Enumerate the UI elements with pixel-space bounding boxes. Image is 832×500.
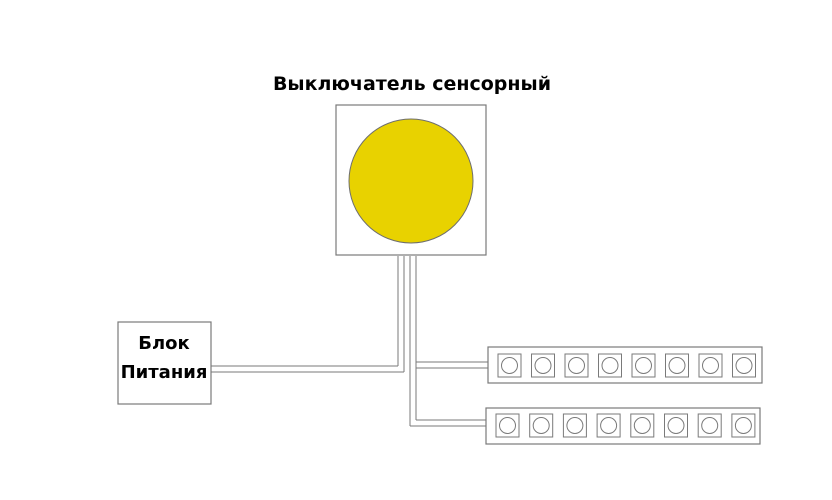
led-icon (501, 357, 518, 374)
power-supply-box (117, 321, 212, 405)
led-icon (566, 417, 584, 434)
led-icon (701, 417, 719, 434)
led-icon (568, 357, 585, 374)
led-icon (601, 357, 619, 374)
led-chip (664, 413, 688, 438)
led-chip (529, 413, 554, 438)
led-chip (497, 353, 522, 378)
led-chip (732, 353, 756, 378)
led-chip (596, 413, 621, 438)
power-supply: Блок Питания (117, 321, 212, 405)
touch-switch (335, 104, 487, 256)
led-icon (667, 417, 685, 434)
led-icon (668, 357, 686, 374)
led-chip (564, 353, 589, 378)
led-chip (698, 353, 723, 378)
led-strip-1 (487, 346, 763, 384)
led-icon (702, 357, 719, 374)
led-chip (731, 413, 756, 438)
power-supply-label-line1: Блок (138, 333, 190, 354)
led-chip (697, 413, 722, 438)
led-strip-2 (485, 407, 761, 445)
power-supply-label-line2: Питания (121, 362, 208, 383)
wires (211, 256, 488, 427)
led-icon (633, 417, 651, 434)
led-icon (499, 417, 516, 434)
led-icon (735, 357, 753, 374)
led-chip (495, 413, 520, 438)
led-chip (665, 353, 689, 378)
switch-title: Выключатель сенсорный (273, 73, 551, 95)
led-chip (562, 413, 587, 438)
led-icon (635, 357, 652, 374)
led-icon (600, 417, 618, 434)
led-icon (532, 417, 550, 434)
led-icon (734, 417, 752, 434)
led-chip (531, 353, 555, 378)
led-chip (631, 353, 656, 378)
led-chip (598, 353, 622, 378)
led-icon (534, 357, 552, 374)
led-chip (630, 413, 655, 438)
touch-button-circle (348, 118, 474, 244)
